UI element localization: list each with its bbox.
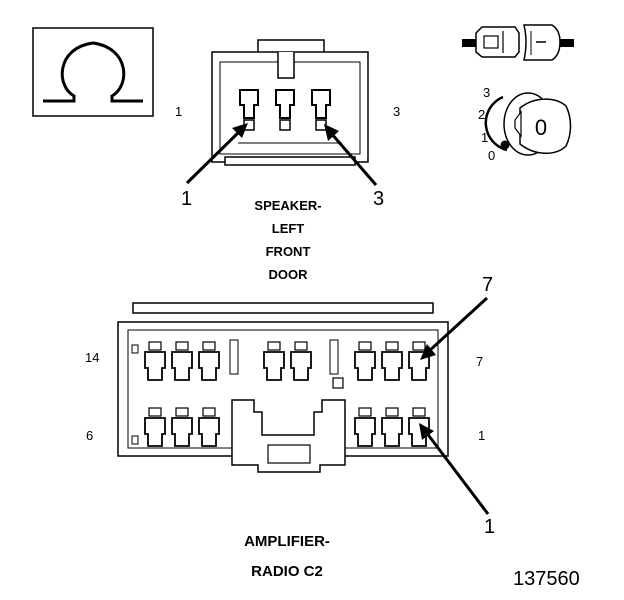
speaker-callout-arrow-1 (185, 123, 248, 185)
ignition-key-icon: 0 3 2 1 0 (478, 85, 572, 163)
ignition-position-1: 1 (481, 130, 488, 145)
amp-cavity-top-3 (198, 341, 220, 381)
amp-pin-label-14: 14 (85, 350, 99, 365)
speaker-title-line-2: LEFT (272, 221, 305, 236)
figure-number: 137560 (513, 568, 580, 590)
amp-callout-arrow-1 (419, 423, 490, 515)
amp-cavity-top-6 (354, 341, 376, 381)
amp-cavity-bottom-2 (171, 407, 193, 447)
speaker-connector (211, 39, 369, 166)
amp-callout-label-1: 1 (484, 516, 495, 538)
amp-cavity-bottom-4 (354, 407, 376, 447)
speaker-callout-arrow-3 (324, 124, 378, 186)
ohm-symbol-icon (32, 27, 154, 117)
speaker-callout-label-1: 1 (181, 188, 192, 210)
speaker-title-line-1: SPEAKER- (254, 198, 321, 213)
amp-pin-label-6: 6 (86, 428, 93, 443)
ignition-position-0: 0 (488, 148, 495, 163)
speaker-callout-label-3: 3 (373, 188, 384, 210)
amp-title-line-2: RADIO C2 (251, 563, 323, 580)
amp-cavity-bottom-3 (198, 407, 220, 447)
amp-pin-label-7: 7 (476, 354, 483, 369)
amp-title-line-1: AMPLIFIER- (244, 533, 330, 550)
ignition-position-3: 3 (483, 85, 490, 100)
amp-cavity-top-4 (263, 341, 285, 381)
amp-callout-arrow-7 (420, 296, 489, 360)
amp-cavity-top-2 (171, 341, 193, 381)
speaker-pin-label-left: 1 (175, 104, 182, 119)
amp-cavity-bottom-5 (381, 407, 403, 447)
speaker-title-line-4: DOOR (269, 267, 309, 282)
ignition-position-2: 2 (478, 107, 485, 122)
amp-cavity-top-5 (290, 341, 312, 381)
amp-cavity-top-7 (381, 341, 403, 381)
amplifier-connector (117, 302, 449, 473)
speaker-title-line-3: FRONT (266, 244, 311, 259)
amp-pin-label-1: 1 (478, 428, 485, 443)
speaker-cavity-3 (311, 89, 331, 131)
amp-callout-label-7: 7 (482, 274, 493, 296)
speaker-pin-label-right: 3 (393, 104, 400, 119)
amp-cavity-top-1 (144, 341, 166, 381)
key-label: 0 (535, 115, 547, 140)
amp-cavity-bottom-6 (408, 407, 430, 447)
speaker-cavity-2 (275, 89, 295, 131)
inline-connector-icon (462, 24, 574, 61)
amp-cavity-bottom-1 (144, 407, 166, 447)
amp-cavity-top-8 (408, 341, 430, 381)
speaker-cavity-1 (239, 89, 259, 131)
